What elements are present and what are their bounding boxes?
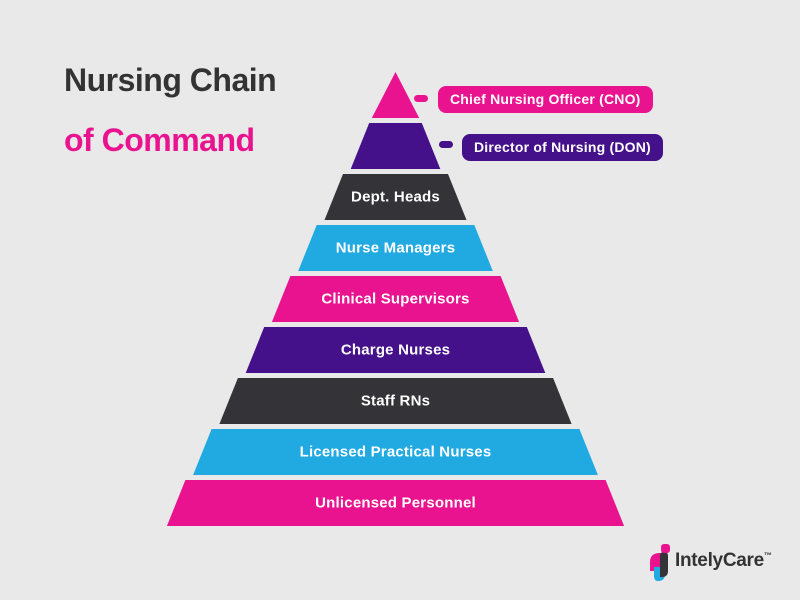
pyramid-level-don xyxy=(350,123,441,169)
pyramid-level-label: Unlicensed Personnel xyxy=(315,495,476,512)
pyramid-level-label: Clinical Supervisors xyxy=(321,291,469,308)
intelycare-logo-text: IntelyCare™ xyxy=(675,550,772,572)
intelycare-logo-icon xyxy=(650,544,670,581)
pyramid-level-staff-rns xyxy=(219,378,572,424)
don-connector-dash xyxy=(439,141,453,148)
cno-connector-dash xyxy=(414,95,428,102)
pyramid-level-label: Licensed Practical Nurses xyxy=(300,444,492,461)
pyramid-level-label: Charge Nurses xyxy=(341,342,450,359)
cno-callout-pill: Chief Nursing Officer (CNO) xyxy=(438,86,653,113)
intelycare-logo: IntelyCare™ xyxy=(649,543,772,583)
pyramid-level-cno xyxy=(371,72,420,118)
pyramid-level-label: Nurse Managers xyxy=(336,240,456,257)
pyramid-level-nurse-managers xyxy=(298,225,493,271)
trademark-symbol: ™ xyxy=(763,551,772,560)
don-callout-pill: Director of Nursing (DON) xyxy=(462,134,663,161)
pyramid-level-label: Staff RNs xyxy=(361,393,430,410)
pyramid-level-unlicensed xyxy=(166,480,625,526)
pyramid-level-clinical-supervisors xyxy=(271,276,520,322)
page-title-line2: of Command xyxy=(64,122,255,158)
pyramid-level-charge-nurses xyxy=(245,327,546,373)
pyramid-level-lpn xyxy=(193,429,598,475)
pyramid-level-label: Dept. Heads xyxy=(351,189,440,206)
pyramid-level-dept-heads xyxy=(324,174,467,220)
brand-name: IntelyCare xyxy=(675,550,764,571)
page-title-line1: Nursing Chain xyxy=(64,62,277,98)
